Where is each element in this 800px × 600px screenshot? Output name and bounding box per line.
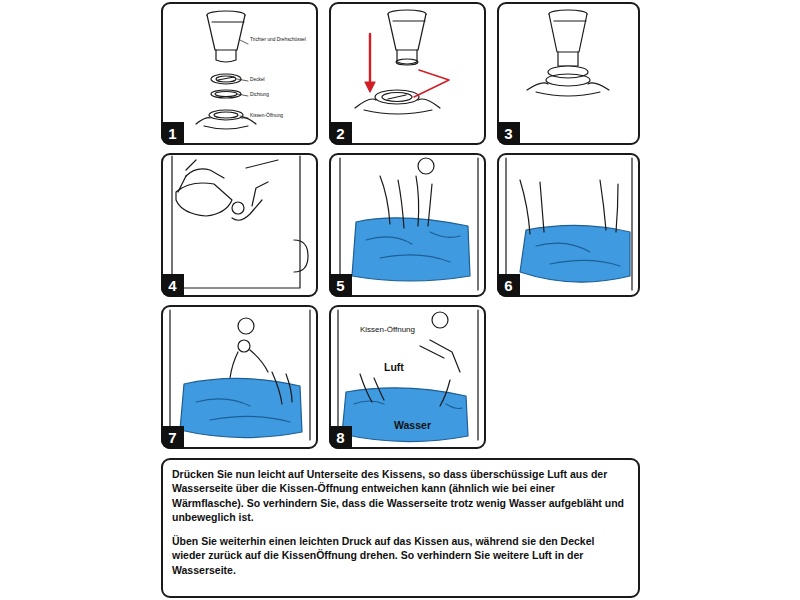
assembled-funnel [548, 66, 588, 78]
pillow-step [170, 310, 310, 440]
pillow-step [418, 158, 434, 174]
filling-step [294, 240, 308, 272]
callout-number: 4 [161, 274, 184, 297]
part-label: Trichter und Drehschüssel [250, 37, 306, 42]
assembled-funnel [546, 74, 590, 86]
pillow-step [354, 401, 462, 409]
instruction-text: Üben Sie weiterhin einen leichten Druck … [172, 534, 629, 577]
assembly-step [414, 70, 449, 97]
assembled-funnel [527, 83, 609, 96]
exploded-parts [237, 40, 248, 118]
pillow-step [506, 158, 632, 290]
pillow-step [360, 374, 450, 406]
assembly-step [365, 82, 375, 92]
filling-step [232, 202, 244, 214]
step-drawings [170, 10, 632, 442]
assembled-funnel [549, 14, 587, 52]
step-panel: 1 [161, 2, 318, 145]
pillow-step [340, 158, 478, 290]
filling-step [186, 160, 278, 170]
pillow-step [338, 310, 478, 442]
step-panel: 4 [161, 153, 318, 297]
assembly-step [355, 10, 449, 114]
exploded-parts [211, 74, 241, 84]
exploded-parts [215, 92, 237, 97]
pillow-step [230, 350, 268, 378]
filling-step [172, 156, 300, 288]
area-label: Wasser [394, 420, 431, 432]
filling-step [232, 182, 268, 220]
filling-step [186, 169, 224, 178]
exploded-parts [212, 21, 244, 22]
assembled-funnel [558, 52, 578, 66]
pillow-step [380, 176, 432, 228]
exploded-parts [196, 11, 256, 129]
pillow-step [520, 180, 618, 234]
filling-step [172, 156, 308, 288]
exploded-parts [196, 118, 256, 129]
assembly-step [355, 99, 440, 114]
pillow-step [432, 312, 448, 328]
callout-number: 7 [161, 426, 184, 449]
pillow-step [272, 372, 292, 404]
exploded-parts [218, 77, 234, 80]
callout-number: 2 [329, 122, 352, 145]
step-panel: 3 [497, 2, 640, 145]
assembly-step [375, 90, 419, 104]
part-label: Deckel [250, 77, 265, 82]
assembly-step [388, 14, 426, 50]
pillow-step [506, 158, 632, 290]
exploded-parts [207, 15, 245, 50]
filling-step [176, 183, 232, 216]
assembly-step [369, 34, 371, 88]
callout-number: 3 [497, 122, 520, 145]
pillow-step [352, 218, 470, 281]
instruction-text: Drücken Sie nun leicht auf Unterseite de… [172, 467, 629, 524]
step-panel: 5 [329, 153, 486, 297]
pillow-step [196, 399, 290, 422]
callout-number: 5 [329, 274, 352, 297]
assembly-step [397, 50, 417, 64]
exploded-parts [209, 110, 243, 120]
area-label: Luft [384, 362, 404, 374]
callout-number: 1 [161, 122, 184, 145]
pillow-step [180, 378, 302, 437]
pillow-step [536, 243, 620, 266]
assembly-step [393, 20, 425, 21]
exploded-parts [216, 76, 236, 82]
pillow-step [520, 225, 630, 282]
exploded-parts [214, 112, 238, 118]
assembly-step [388, 95, 406, 99]
instruction-box: Drücken Sie nun leicht auf Unterseite de… [161, 458, 640, 598]
exploded-parts [211, 90, 241, 98]
assembled-funnel [554, 20, 586, 21]
pillow-step [340, 158, 478, 290]
step-panel: 2 [329, 2, 486, 145]
assembled-funnel [527, 10, 609, 96]
pillow-step [238, 318, 254, 334]
part-label: Kissen-Öffnung [250, 113, 283, 118]
callout-number: 6 [497, 274, 520, 297]
pillow-step [420, 340, 460, 372]
step-panel: 6 [497, 153, 640, 297]
filling-step [178, 176, 186, 192]
pillow-step [238, 340, 250, 352]
assembly-step [396, 59, 418, 65]
part-label: Dichtung [250, 92, 269, 97]
pillow-step [342, 388, 468, 442]
step-panel: 7 [161, 305, 318, 449]
area-label: Kissen-Öffnung [360, 326, 415, 335]
exploded-parts [216, 50, 236, 62]
pillow-step [366, 232, 460, 262]
callout-number: 8 [329, 426, 352, 449]
pillow-step [170, 310, 310, 440]
assembly-step [382, 93, 412, 102]
